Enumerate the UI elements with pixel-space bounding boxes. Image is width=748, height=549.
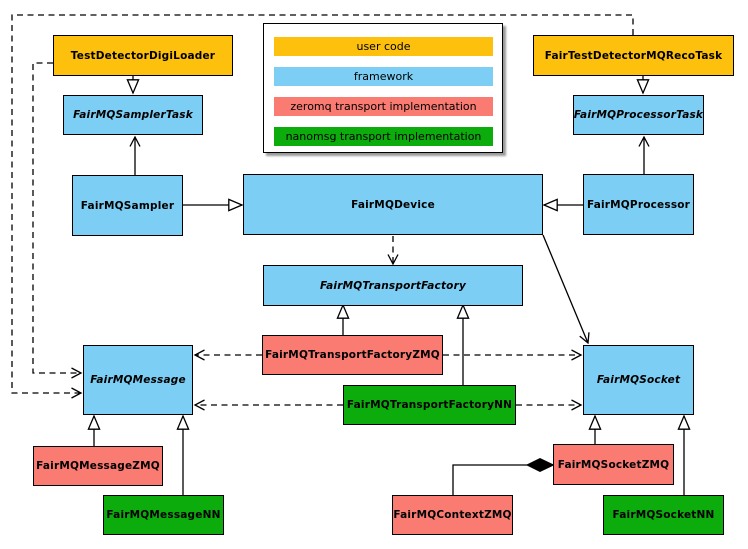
node-fairmq-sampler: FairMQSampler [72, 175, 183, 236]
legend-item-nanomsg: nanomsg transport implementation [274, 127, 493, 146]
node-test-detector-digi-loader: TestDetectorDigiLoader [53, 35, 233, 76]
edge-contextzmq-socketzmq [452, 464, 528, 495]
node-fairmq-processor-task: FairMQProcessorTask [573, 95, 704, 135]
node-fairmq-processor: FairMQProcessor [583, 174, 694, 235]
edge-device-socket [542, 234, 590, 345]
edge-recotask-message [11, 14, 634, 399]
node-fairmq-message-nn: FairMQMessageNN [103, 495, 224, 535]
node-fairmq-transport-factory-nn: FairMQTransportFactoryNN [343, 385, 516, 425]
node-fairmq-socket-nn: FairMQSocketNN [603, 495, 724, 535]
node-fairmq-transport-factory-zmq: FairMQTransportFactoryZMQ [262, 335, 443, 375]
composition-diamond-icon [525, 457, 555, 473]
node-fairmq-socket-zmq: FairMQSocketZMQ [553, 444, 674, 485]
legend-item-user-code: user code [274, 37, 493, 56]
node-fairmq-socket: FairMQSocket [583, 345, 694, 415]
node-fairmq-context-zmq: FairMQContextZMQ [392, 495, 513, 535]
node-fairmq-message-zmq: FairMQMessageZMQ [33, 446, 163, 486]
node-fairmq-message: FairMQMessage [83, 345, 193, 415]
legend-item-framework: framework [274, 67, 493, 86]
node-fairmq-device: FairMQDevice [243, 174, 543, 235]
node-fairmq-transport-factory: FairMQTransportFactory [263, 265, 523, 306]
legend-item-zeromq: zeromq transport implementation [274, 97, 493, 116]
legend-box: user code framework zeromq transport imp… [263, 23, 503, 153]
node-fairtestdetector-mq-reco-task: FairTestDetectorMQRecoTask [533, 35, 734, 76]
node-fairmq-sampler-task: FairMQSamplerTask [63, 95, 203, 135]
